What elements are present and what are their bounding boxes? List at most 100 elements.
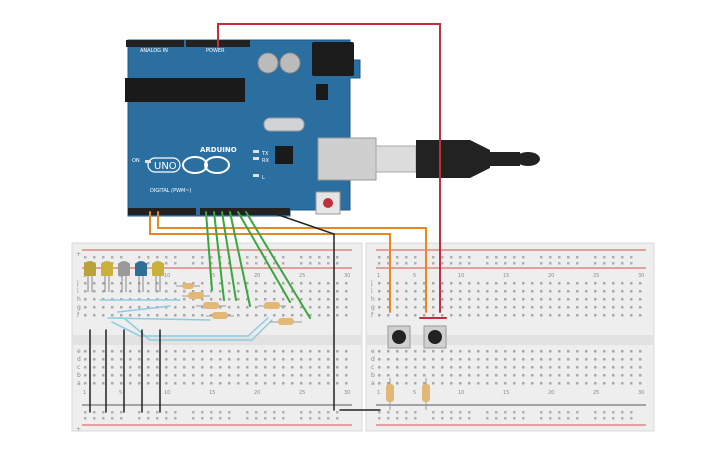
- terminal-hole: [594, 374, 597, 377]
- pushbutton-1[interactable]: [387, 325, 411, 349]
- terminal-hole: [612, 382, 615, 385]
- rail-hole: [327, 256, 330, 259]
- terminal-hole: [264, 358, 267, 361]
- led-group: [84, 261, 164, 292]
- terminal-hole: [432, 314, 435, 317]
- rail-hole: [513, 411, 516, 414]
- terminal-hole: [138, 374, 141, 377]
- column-number: 25: [593, 390, 599, 396]
- rail-hole: [522, 417, 525, 420]
- l-label: L: [262, 175, 265, 181]
- terminal-hole: [129, 366, 132, 369]
- terminal-hole: [129, 306, 132, 309]
- terminal-hole: [300, 374, 303, 377]
- terminal-hole: [174, 350, 177, 353]
- column-number: 15: [209, 273, 215, 279]
- row-letter: e: [371, 348, 375, 355]
- terminal-hole: [120, 306, 123, 309]
- terminal-hole: [246, 298, 249, 301]
- rail-hole: [246, 262, 249, 265]
- terminal-hole: [192, 382, 195, 385]
- led: [152, 261, 164, 292]
- terminal-hole: [201, 282, 204, 285]
- rail-hole: [405, 262, 408, 265]
- terminal-hole: [621, 290, 624, 293]
- rail-hole: [174, 262, 177, 265]
- terminal-hole: [165, 350, 168, 353]
- terminal-hole: [237, 382, 240, 385]
- terminal-hole: [603, 366, 606, 369]
- terminal-hole: [318, 374, 321, 377]
- terminal-hole: [567, 374, 570, 377]
- terminal-hole: [531, 298, 534, 301]
- terminal-hole: [264, 298, 267, 301]
- terminal-hole: [441, 382, 444, 385]
- rail-hole: [147, 417, 150, 420]
- rx-led: [253, 157, 259, 160]
- terminal-hole: [630, 366, 633, 369]
- terminal-hole: [129, 290, 132, 293]
- terminal-hole: [450, 298, 453, 301]
- rail-hole: [246, 417, 249, 420]
- terminal-hole: [237, 358, 240, 361]
- rail-hole: [432, 262, 435, 265]
- terminal-hole: [228, 282, 231, 285]
- rail-hole: [486, 411, 489, 414]
- terminal-hole: [585, 374, 588, 377]
- terminal-hole: [345, 298, 348, 301]
- rail-hole: [576, 411, 579, 414]
- terminal-hole: [594, 350, 597, 353]
- terminal-hole: [84, 298, 87, 301]
- rail-hole: [468, 262, 471, 265]
- terminal-hole: [486, 298, 489, 301]
- usb-chip: [275, 146, 293, 164]
- terminal-hole: [282, 298, 285, 301]
- usb-cable: [375, 140, 540, 178]
- terminal-hole: [183, 290, 186, 293]
- reset-button-cap[interactable]: [323, 198, 333, 208]
- terminal-hole: [264, 282, 267, 285]
- terminal-hole: [165, 382, 168, 385]
- rail-hole: [120, 256, 123, 259]
- terminal-hole: [291, 358, 294, 361]
- terminal-hole: [396, 290, 399, 293]
- plus-label: +: [76, 251, 81, 258]
- terminal-hole: [300, 382, 303, 385]
- terminal-hole: [237, 298, 240, 301]
- terminal-hole: [102, 282, 105, 285]
- resistors-left: [176, 283, 302, 325]
- rail-hole: [603, 417, 606, 420]
- column-number: 30: [344, 390, 350, 396]
- rail-hole: [549, 417, 552, 420]
- row-letter: c: [77, 364, 80, 371]
- terminal-hole: [441, 298, 444, 301]
- terminal-hole: [309, 290, 312, 293]
- rail-hole: [621, 262, 624, 265]
- terminal-hole: [504, 366, 507, 369]
- column-number: 25: [593, 273, 599, 279]
- terminal-hole: [318, 282, 321, 285]
- pushbutton-2[interactable]: [423, 325, 447, 349]
- terminal-hole: [567, 382, 570, 385]
- terminal-hole: [174, 314, 177, 317]
- terminal-hole: [255, 314, 258, 317]
- arduino-uno-board[interactable]: UNO ARDUINO ON TX RX L DIGITAL (PWM~) PO…: [125, 39, 377, 217]
- terminal-hole: [549, 298, 552, 301]
- rail-hole: [504, 256, 507, 259]
- terminal-hole: [612, 290, 615, 293]
- arduino-logo: [182, 156, 230, 174]
- row-letter: h: [371, 296, 375, 303]
- rail-hole: [138, 256, 141, 259]
- wires: [89, 23, 447, 413]
- terminal-hole: [459, 290, 462, 293]
- terminal-hole: [165, 306, 168, 309]
- rx-label: RX: [262, 158, 269, 164]
- terminal-hole: [432, 366, 435, 369]
- terminal-hole: [540, 350, 543, 353]
- terminal-hole: [585, 366, 588, 369]
- terminal-hole: [201, 350, 204, 353]
- terminal-hole: [603, 358, 606, 361]
- terminal-hole: [630, 298, 633, 301]
- terminal-hole: [219, 282, 222, 285]
- rail-hole: [165, 256, 168, 259]
